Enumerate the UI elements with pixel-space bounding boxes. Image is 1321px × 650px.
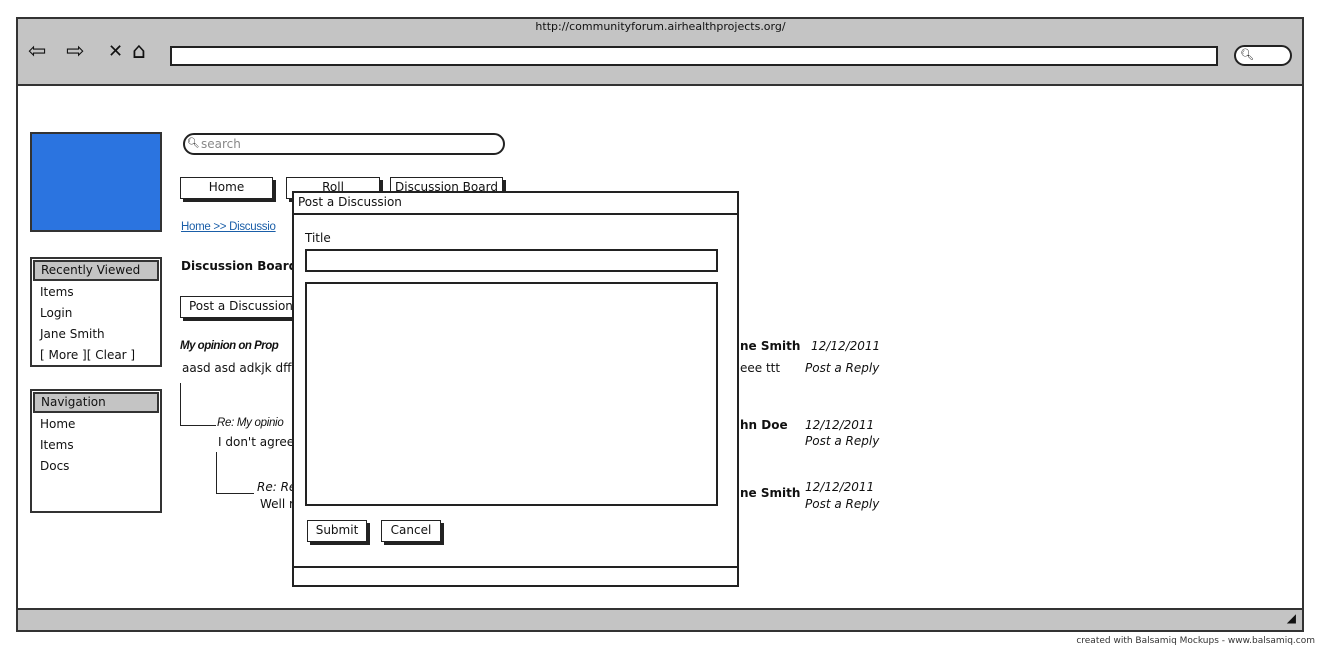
nav-item-docs[interactable]: Docs bbox=[40, 459, 70, 473]
more-clear-links[interactable]: [ More ][ Clear ] bbox=[40, 348, 136, 362]
body-textarea[interactable] bbox=[305, 282, 718, 506]
post-author[interactable]: ne Smith bbox=[740, 339, 801, 353]
thread-connector bbox=[180, 383, 216, 426]
dialog-footer-divider bbox=[294, 566, 737, 568]
home-button[interactable]: Home bbox=[180, 177, 273, 199]
post-title[interactable]: My opinion on Prop bbox=[180, 340, 279, 352]
address-bar[interactable] bbox=[170, 46, 1218, 66]
reply-title[interactable]: Re: My opinio bbox=[217, 417, 284, 429]
list-item[interactable]: Login bbox=[40, 306, 73, 320]
nav-item-items[interactable]: Items bbox=[40, 438, 74, 452]
reply-body: I don't agree bbox=[218, 435, 295, 449]
post-discussion-button[interactable]: Post a Discussion bbox=[180, 296, 300, 318]
post-date: 12/12/2011 bbox=[811, 339, 881, 353]
post-reply-link[interactable]: Post a Reply bbox=[805, 497, 880, 511]
post-discussion-dialog: Post a Discussion Title Submit Cancel bbox=[292, 191, 739, 587]
post-reply-link[interactable]: Post a Reply bbox=[805, 434, 880, 448]
breadcrumb[interactable]: Home >> Discussio bbox=[181, 221, 276, 233]
cancel-button[interactable]: Cancel bbox=[381, 520, 441, 542]
credit-text: created with Balsamiq Mockups - www.bals… bbox=[1076, 636, 1315, 646]
page-url: http://communityforum.airhealthprojects.… bbox=[535, 20, 786, 33]
post-author[interactable]: hn Doe bbox=[740, 418, 788, 432]
reply-title[interactable]: Re: Re bbox=[257, 480, 297, 494]
post-reply-link[interactable]: Post a Reply bbox=[805, 361, 880, 375]
status-bar: ◢ bbox=[16, 608, 1304, 632]
panel-title: Recently Viewed bbox=[33, 260, 159, 281]
post-date: 12/12/2011 bbox=[805, 480, 875, 494]
page-title: Discussion Board bbox=[181, 259, 298, 273]
panel-title: Navigation bbox=[33, 392, 159, 413]
browser-search-box[interactable]: 🔍︎ bbox=[1234, 45, 1292, 66]
recently-viewed-panel: Recently Viewed Items Login Jane Smith [… bbox=[30, 257, 162, 367]
forward-icon[interactable]: ⇨ bbox=[66, 39, 85, 64]
reply-body: Well r bbox=[260, 497, 294, 511]
nav-item-home[interactable]: Home bbox=[40, 417, 76, 431]
resize-grip-icon[interactable]: ◢ bbox=[1286, 611, 1296, 625]
title-input[interactable] bbox=[305, 249, 718, 272]
search-icon: 🔍︎ bbox=[187, 138, 200, 149]
search-icon: 🔍︎ bbox=[1240, 48, 1254, 61]
title-label: Title bbox=[305, 231, 331, 245]
back-icon[interactable]: ⇦ bbox=[28, 39, 47, 64]
list-item[interactable]: Items bbox=[40, 285, 74, 299]
navigation-panel: Navigation Home Items Docs bbox=[30, 389, 162, 513]
list-item[interactable]: Jane Smith bbox=[40, 327, 105, 341]
home-icon[interactable]: ⌂ bbox=[132, 39, 146, 64]
logo bbox=[30, 132, 162, 232]
post-author[interactable]: ne Smith bbox=[740, 486, 801, 500]
post-body-tail: eee ttt bbox=[740, 361, 781, 375]
post-date: 12/12/2011 bbox=[805, 418, 875, 432]
thread-connector bbox=[216, 452, 254, 494]
search-placeholder: search bbox=[201, 137, 241, 151]
stop-icon[interactable]: ✕ bbox=[108, 41, 124, 62]
search-input[interactable]: 🔍︎search bbox=[183, 133, 505, 155]
dialog-title: Post a Discussion bbox=[294, 193, 737, 215]
post-body: aasd asd adkjk dfft bbox=[182, 361, 297, 375]
submit-button[interactable]: Submit bbox=[307, 520, 367, 542]
